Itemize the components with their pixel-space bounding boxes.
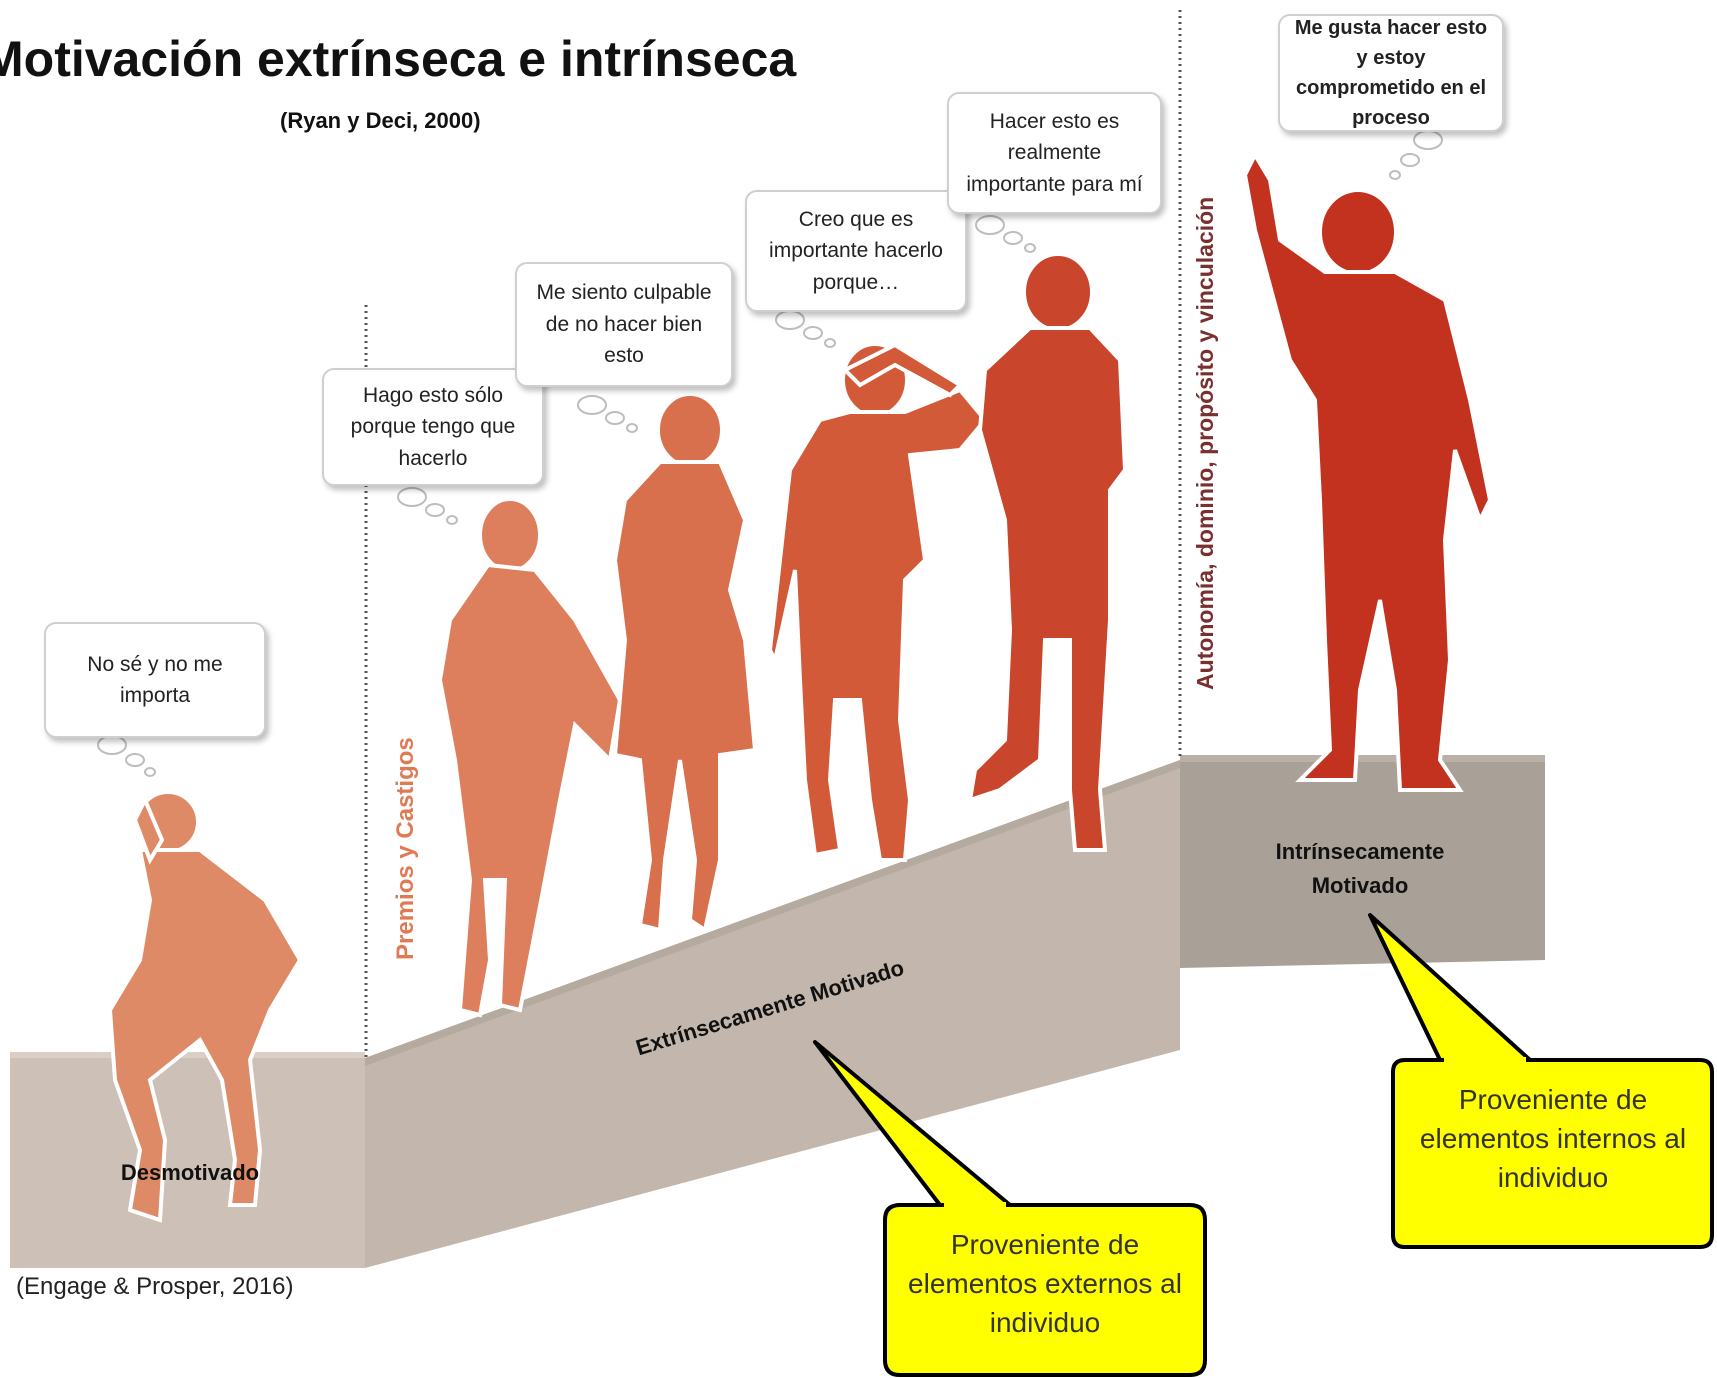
step-extrinseco [365, 760, 1180, 1268]
step-extrinseco-top [365, 760, 1180, 1066]
thought-bubble-premios: Hago esto sólo porque tengo que hacerlo [322, 368, 544, 486]
figure-premios [437, 497, 623, 1018]
thought-bubble-importante: Creo que es importante hacerlo porque… [745, 190, 967, 312]
callout-interno: Proveniente de elementos internos al ind… [1419, 1084, 1687, 1194]
thought-bubble-desmotivado: No sé y no me importa [44, 622, 266, 738]
premios-castigos-label: Premios y Castigos [392, 737, 419, 960]
step-desmotivado-top [10, 1052, 365, 1058]
figure-realmente-importante [967, 252, 1128, 852]
figure-culpable [612, 392, 758, 934]
source-credit: (Engage & Prosper, 2016) [16, 1273, 294, 1300]
figure-importante [767, 342, 988, 862]
callout-externo: Proveniente de elementos externos al ind… [908, 1229, 1182, 1339]
step-intrinseco-top [1180, 755, 1545, 762]
level-intrinseco: Intrínsecamente Motivado [1275, 839, 1445, 899]
thought-dots [97, 130, 1443, 777]
step-desmotivado [10, 1058, 365, 1268]
autonomia-label: Autonomía, dominio, propósito y vinculac… [1192, 196, 1218, 690]
thought-bubble-culpable: Me siento culpable de no hacer bien esto [515, 262, 733, 387]
thought-bubble-realmente: Hacer esto es realmente importante para … [947, 92, 1162, 214]
level-desmotivado: Desmotivado [120, 1160, 260, 1185]
step-intrinseco [1180, 755, 1545, 968]
page-subtitle: (Ryan y Deci, 2000) [280, 108, 481, 133]
figure-intrinseco [1242, 150, 1493, 792]
page-title: Motivación extrínseca e intrínseca [0, 31, 797, 87]
figure-desmotivado [107, 790, 303, 1223]
thought-bubble-intrinseco: Me gusta hacer esto y estoy comprometido… [1278, 14, 1504, 132]
